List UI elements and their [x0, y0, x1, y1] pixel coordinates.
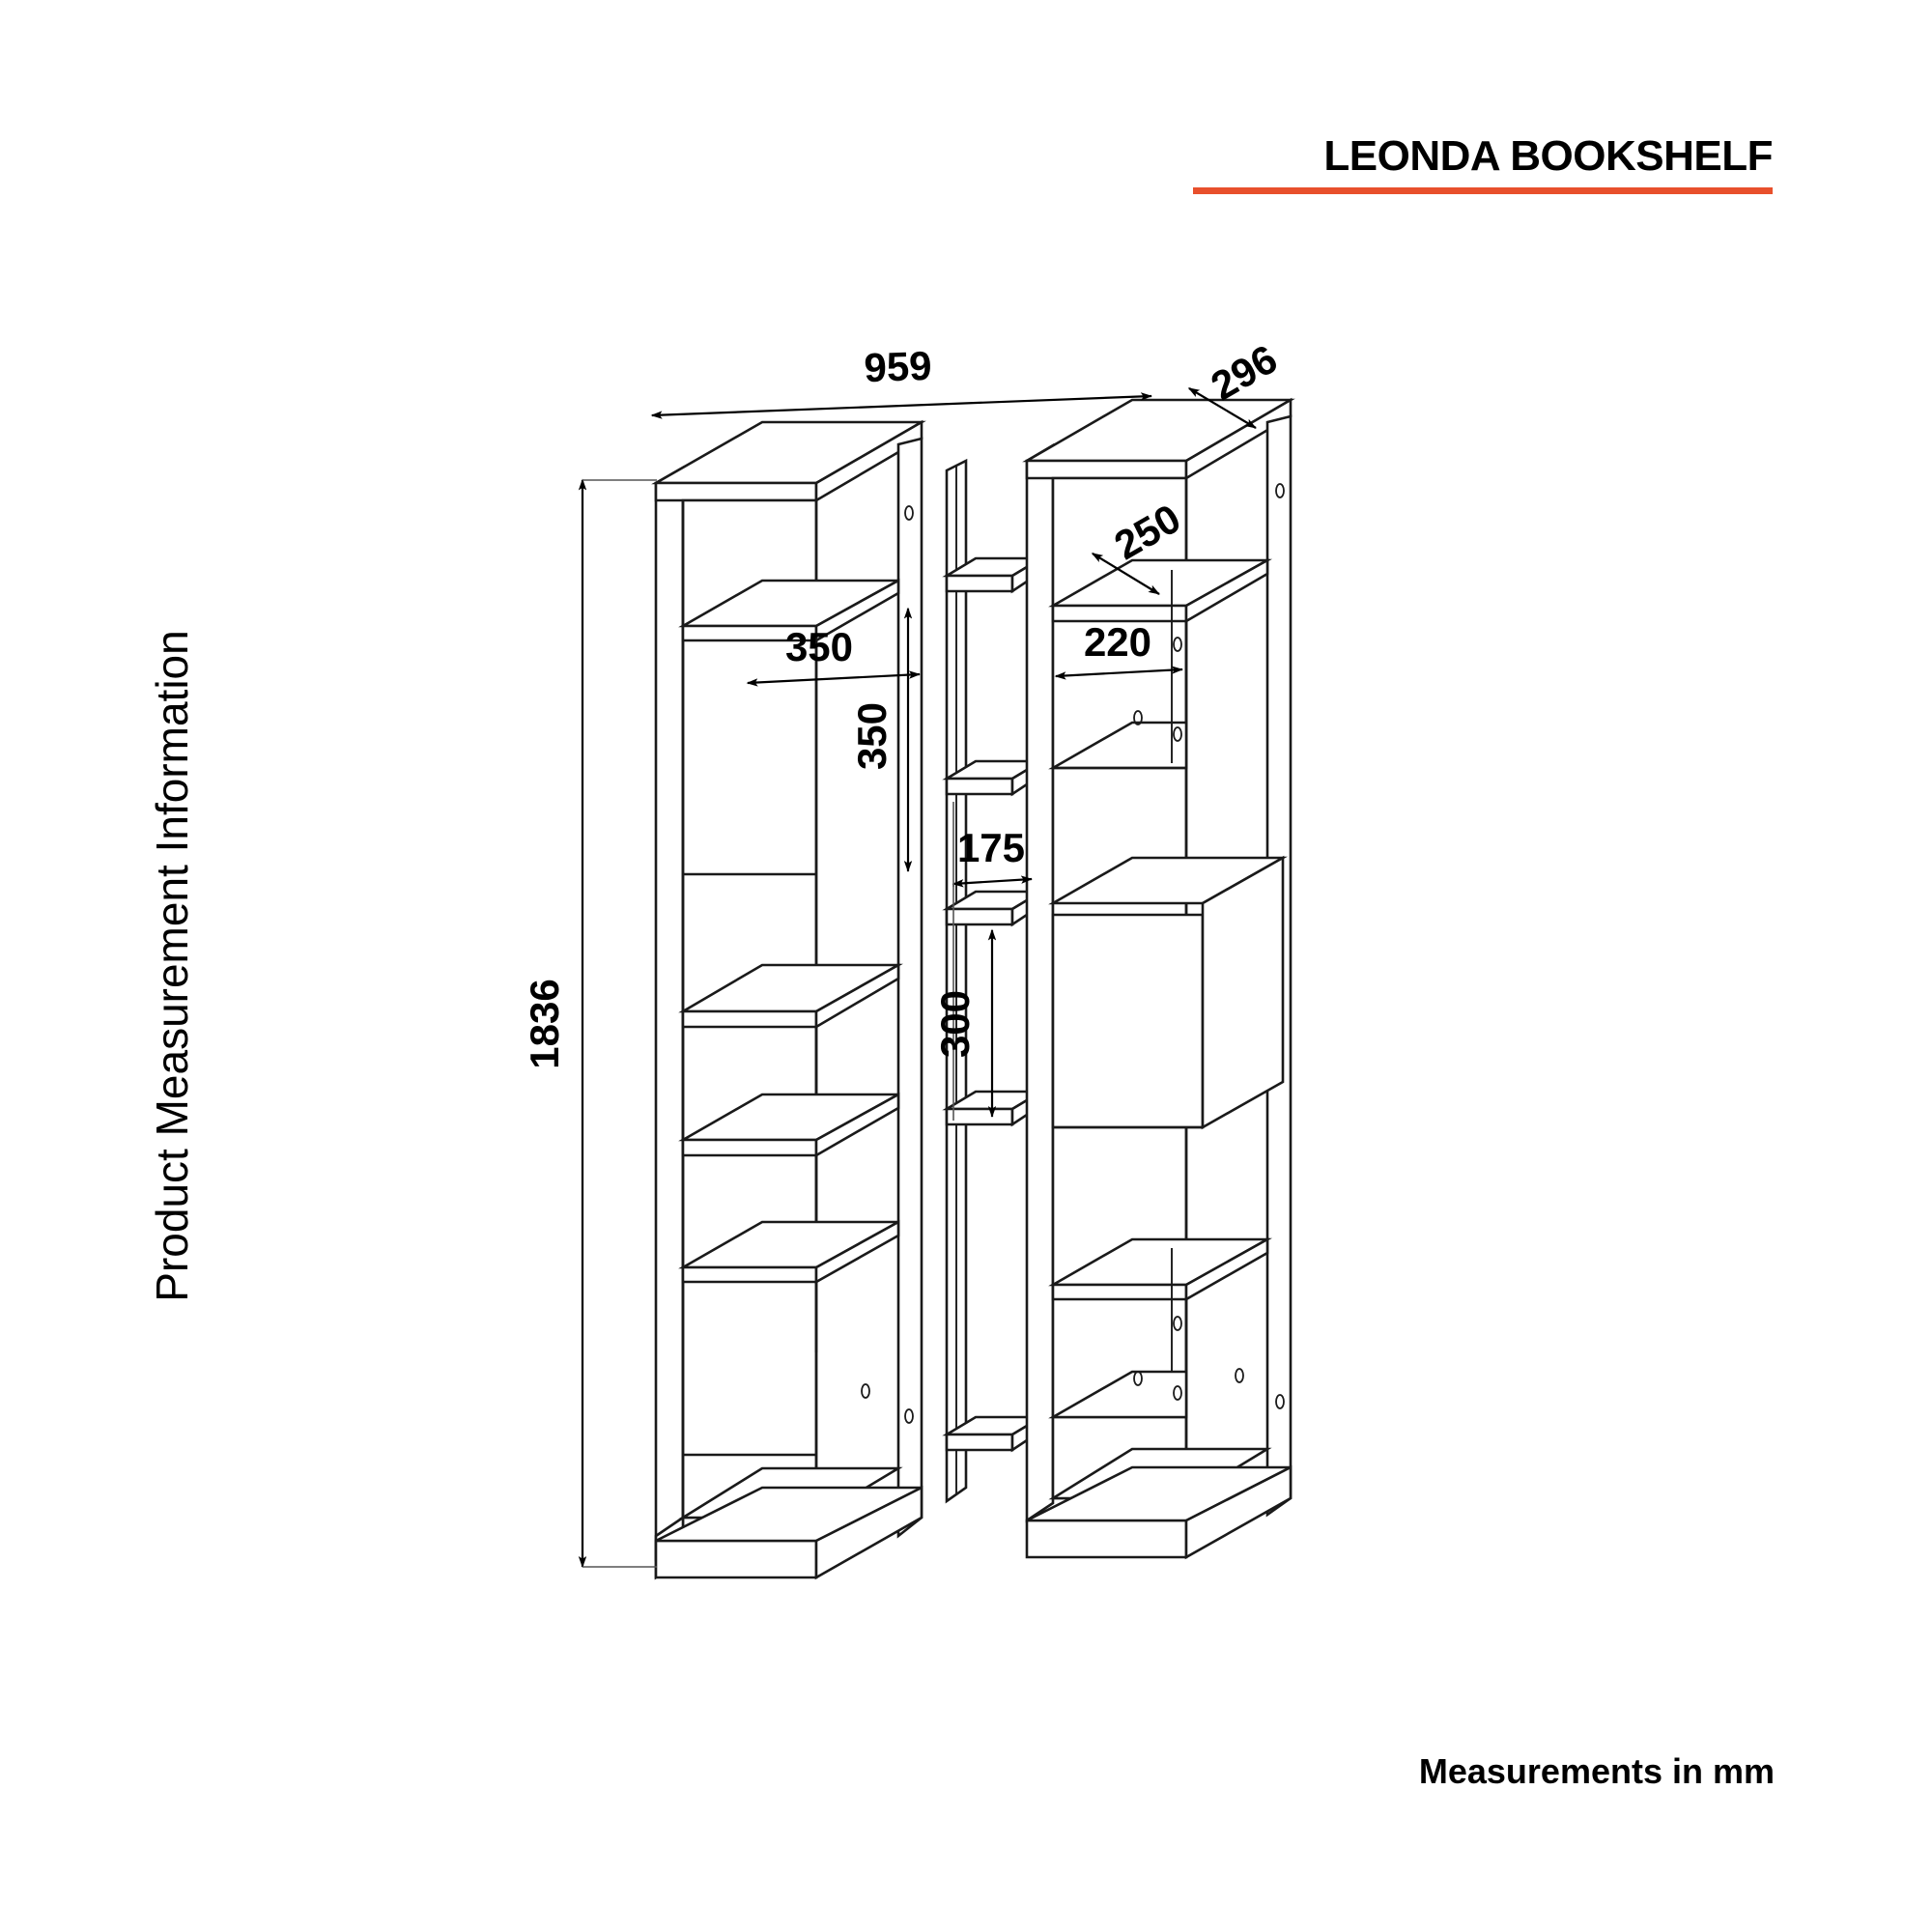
- dowel-hole-icon: [1173, 1316, 1182, 1331]
- dimension-shelf-width-350: 350: [746, 624, 921, 687]
- dowel-hole-icon: [1173, 637, 1182, 652]
- center-shelf-a-front: [945, 574, 1014, 593]
- dimension-overall-depth-line: [1187, 387, 1257, 429]
- dowel-hole-icon: [1173, 726, 1182, 742]
- dimension-overall-width: 959: [650, 343, 1152, 419]
- dowel-hole-icon: [1133, 710, 1143, 725]
- right-cabinet-lower-cube-top-rightedge: [1184, 1236, 1269, 1302]
- dimension-overall-height: 1836: [522, 478, 657, 1568]
- left-cabinet-base-front: [654, 1539, 818, 1579]
- dimension-cube-width-label: 220: [1084, 619, 1151, 665]
- dowel-hole-icon: [1235, 1368, 1244, 1383]
- dowel-hole-icon: [904, 505, 914, 521]
- center-shelf-b-front: [945, 777, 1014, 796]
- left-cabinet-shelf-3-front: [681, 1138, 818, 1157]
- dimension-overall-width-line: [650, 392, 1152, 419]
- dimension-overall-height-label: 1836: [522, 979, 567, 1068]
- center-shelf-d-front: [945, 1107, 1014, 1126]
- left-cabinet-top-board-frontedge: [654, 481, 818, 502]
- dimension-center-gap-label: 300: [932, 990, 978, 1058]
- dowel-hole-icon: [861, 1383, 870, 1399]
- right-cabinet-door-rightedge: [1201, 855, 1285, 1130]
- left-cabinet-shelf-2-front: [681, 1009, 818, 1029]
- dowel-hole-icon: [904, 1408, 914, 1424]
- dimension-cube-width-220: 220: [1054, 619, 1183, 680]
- right-cabinet-top-board-frontedge: [1025, 459, 1188, 480]
- left-cabinet-shelf-4-rightedge: [814, 1219, 900, 1285]
- left-cabinet-shelf-2-rightedge: [814, 962, 900, 1030]
- page-title: LEONDA BOOKSHELF: [1323, 132, 1773, 180]
- dowel-hole-icon: [1133, 1371, 1143, 1386]
- title-block: LEONDA BOOKSHELF: [1193, 132, 1774, 194]
- right-cabinet-unit: [1022, 397, 1295, 1560]
- title-accent-underline: [1193, 187, 1773, 194]
- right-cabinet-door-front: [1051, 913, 1205, 1129]
- dimension-center-gap-300: 300: [932, 884, 997, 1121]
- left-cabinet-left-panel: [654, 465, 685, 1562]
- right-cabinet-base-front: [1025, 1519, 1188, 1559]
- left-cabinet-base-rightedge: [814, 1485, 923, 1580]
- dimension-shelf-height-label: 350: [849, 702, 895, 770]
- dowel-hole-icon: [1173, 1385, 1182, 1401]
- left-cabinet-shelf-1-rightedge: [814, 578, 900, 643]
- dimension-shelf-height-350: 350: [849, 607, 913, 872]
- left-cabinet-shelf-3-rightedge: [814, 1092, 900, 1158]
- dimension-shelf-width-line: [746, 670, 921, 687]
- dimension-center-width-line: [952, 875, 1033, 888]
- right-cabinet-cube-top-rightedge: [1184, 557, 1269, 624]
- center-shelf-c-front: [945, 907, 1014, 926]
- dowel-hole-icon: [1275, 1394, 1285, 1409]
- dimension-overall-width-label: 959: [864, 343, 933, 390]
- dimension-shelf-width-label: 350: [785, 624, 853, 669]
- dimension-cube-width-line: [1054, 666, 1183, 680]
- dimension-center-width-label: 175: [957, 825, 1025, 870]
- dowel-hole-icon: [1275, 483, 1285, 498]
- left-cabinet-shelf-4-front: [681, 1265, 818, 1284]
- dimension-overall-depth-label: 296: [1204, 336, 1285, 410]
- dimension-cube-depth-line: [1091, 553, 1160, 595]
- right-cabinet-lower-cube-top-front: [1051, 1283, 1188, 1301]
- measurement-units-note: Measurements in mm: [1418, 1751, 1775, 1791]
- right-cabinet-lower-cube-bottom: [1048, 1370, 1188, 1419]
- left-cabinet-right-panel: [896, 437, 923, 1539]
- dimension-center-width-175: 175: [952, 802, 1033, 888]
- left-cabinet-unit: [651, 419, 926, 1580]
- center-shelf-e-front: [945, 1433, 1014, 1452]
- right-cabinet-base-rightedge: [1184, 1464, 1293, 1560]
